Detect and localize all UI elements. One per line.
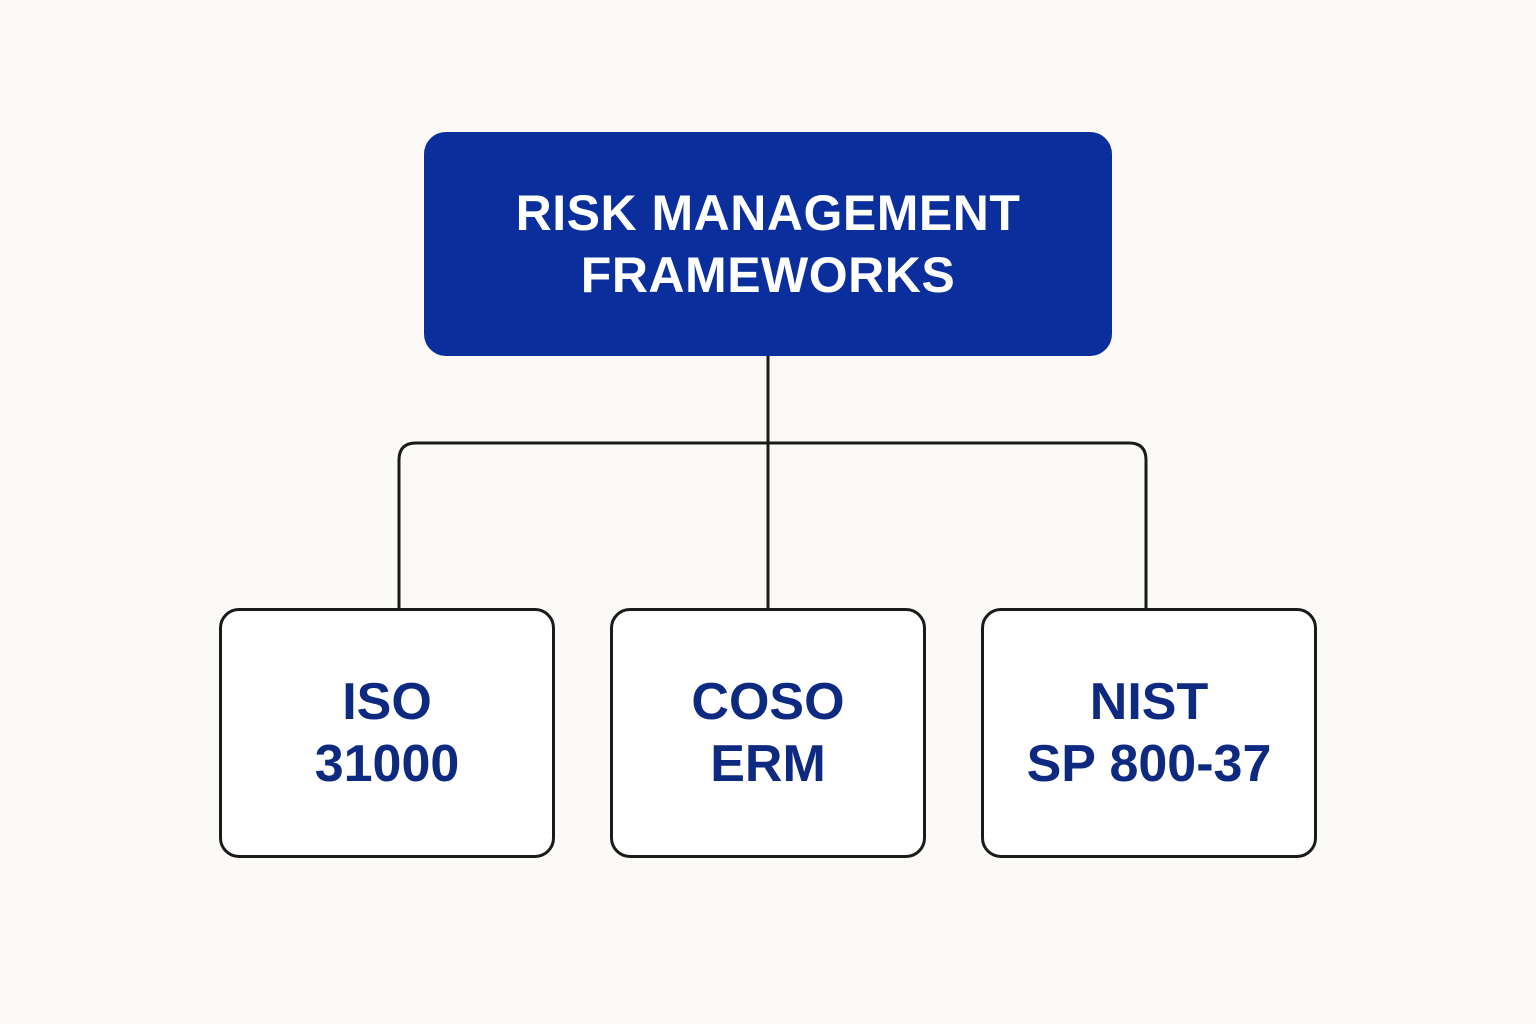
child-node-label-line-2: 31000 bbox=[314, 735, 460, 793]
child-node-label-line-1: NIST bbox=[1089, 673, 1209, 731]
child-node-label-line-1: COSO bbox=[691, 673, 845, 731]
child-node-label-line-1: ISO bbox=[342, 673, 432, 731]
child-node-iso-31000: ISO 31000 bbox=[219, 608, 555, 858]
root-node-label-line-2: FRAMEWORKS bbox=[580, 247, 956, 303]
root-node-label-line-1: RISK MANAGEMENT bbox=[515, 185, 1021, 241]
child-node-coso-erm: COSO ERM bbox=[610, 608, 926, 858]
child-node-label-line-2: SP 800-37 bbox=[1026, 735, 1272, 793]
child-node-label-line-2: ERM bbox=[710, 735, 826, 793]
connector-bus-to-iso bbox=[397, 441, 1148, 610]
root-node-risk-management-frameworks: RISK MANAGEMENT FRAMEWORKS bbox=[424, 132, 1112, 356]
child-node-nist-sp-800-37: NIST SP 800-37 bbox=[981, 608, 1317, 858]
